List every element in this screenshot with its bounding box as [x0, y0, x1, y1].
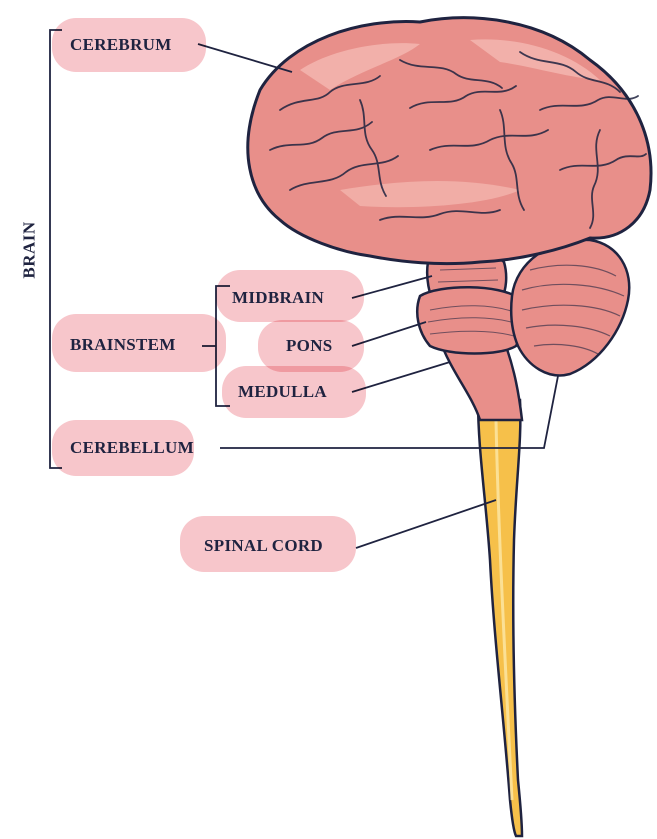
brain-bracket	[50, 30, 62, 468]
cerebellum-label: CEREBELLUM	[70, 423, 194, 473]
cerebellum-shape	[511, 240, 629, 376]
brainstem-label: BRAINSTEM	[70, 320, 176, 370]
spinal-cord-leader	[356, 500, 496, 548]
midbrain-label: MIDBRAIN	[232, 273, 324, 323]
pons-shape	[417, 287, 523, 353]
medulla-label: MEDULLA	[238, 367, 327, 417]
spinal-cord-shape	[478, 400, 522, 836]
spinal-cord-label: SPINAL CORD	[204, 521, 323, 571]
brain-label: BRAIN	[10, 200, 50, 300]
cerebrum-leader	[198, 44, 292, 72]
medulla-leader	[352, 362, 450, 392]
pons-label: PONS	[286, 321, 333, 371]
cerebrum-label: CEREBRUM	[70, 20, 172, 70]
